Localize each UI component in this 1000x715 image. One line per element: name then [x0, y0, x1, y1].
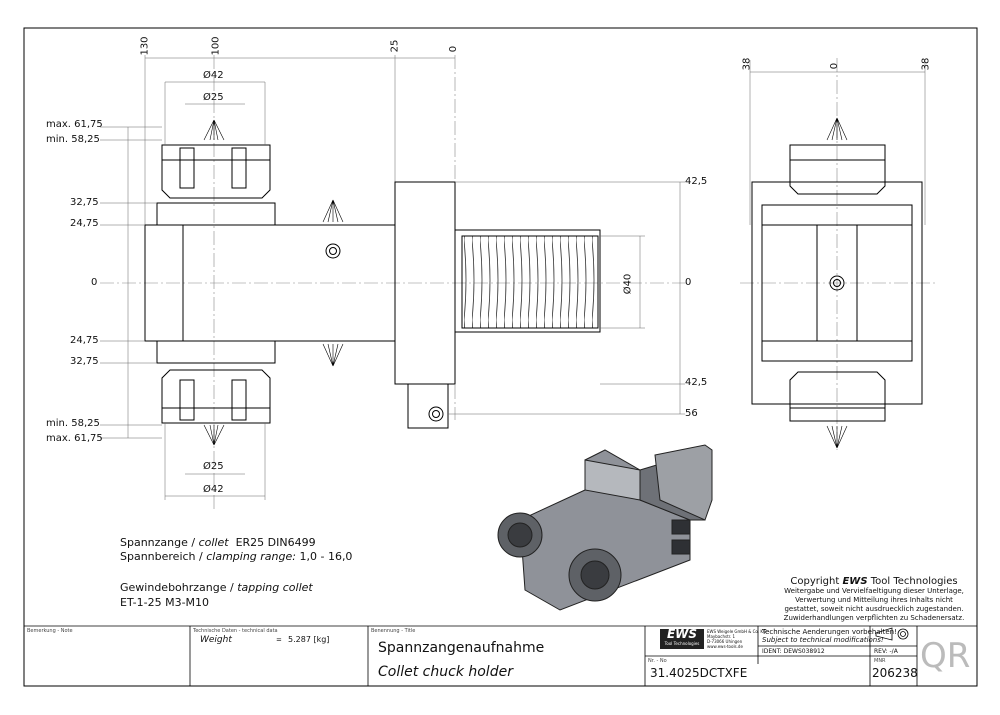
dim-dia42-bot: Ø42: [203, 484, 224, 495]
dim-zero-left: 0: [91, 277, 98, 288]
title-german: Spannzangenaufnahme: [378, 640, 545, 656]
company-name: EWS Weigele GmbH & Co. KG: [707, 629, 767, 634]
revision: REV: -/A: [874, 648, 898, 655]
dim-min-bot: min. 58,25: [46, 418, 100, 429]
weight-eq: =: [276, 636, 282, 644]
name-label: Benennung - Title: [371, 628, 416, 634]
dim-top-130: 130: [139, 36, 151, 56]
copyright-block: Copyright EWS Tool Technologies Weiterga…: [776, 576, 972, 623]
dim-dia42-top: Ø42: [203, 70, 224, 81]
note-range-val: 1,0 - 16,0: [299, 550, 353, 563]
title-english: Collet chuck holder: [378, 664, 513, 680]
copyright-line-4: Zuwiderhandlungen verpflichten zu Schade…: [783, 614, 965, 622]
mnr-number: 206238: [872, 666, 918, 680]
dim-max-top: max. 61,75: [46, 119, 103, 130]
dim-side-38-left: 38: [741, 57, 753, 71]
isometric-view: [497, 444, 713, 611]
dim-top-100: 100: [210, 36, 222, 56]
note-collet-de: Spannzange /: [120, 536, 196, 549]
company-city: D-73066 Uhingen: [707, 639, 743, 644]
dim-side-0: 0: [829, 62, 841, 70]
dim-max-bot: max. 61,75: [46, 433, 103, 444]
tech-change-de: Technische Aenderungen vorbehalten!: [762, 628, 897, 636]
weight-label: Weight: [200, 635, 232, 645]
note-tap-val: ET-1-25 M3-M10: [120, 596, 210, 609]
title-block: [24, 625, 977, 686]
copyright-brand: EWS: [842, 576, 868, 587]
dim-dia25-bot: Ø25: [203, 461, 224, 472]
qr-code: QR: [920, 636, 971, 676]
note-range: Spannbereich / clamping range: 1,0 - 16,…: [120, 550, 352, 564]
company-address: EWS Weigele GmbH & Co. KG Maybachstr. 1 …: [707, 629, 766, 649]
dim-right-0: 0: [685, 277, 692, 288]
dim-dia40: Ø40: [622, 273, 634, 295]
dim-32-75-bot: 32,75: [70, 356, 99, 367]
dim-24-75-top: 24,75: [70, 218, 99, 229]
copyright-prefix: Copyright: [790, 576, 840, 587]
tech-change-en: Subject to technical modifications!: [762, 636, 884, 644]
dim-right-42-5-top: 42,5: [685, 176, 708, 187]
dim-right-42-5-bot: 42,5: [685, 377, 708, 388]
dim-min-top: min. 58,25: [46, 134, 100, 145]
dim-dia25-top: Ø25: [203, 92, 224, 103]
note-range-en: clamping range:: [206, 550, 296, 563]
ews-logo: EWS Tool Technologies: [660, 627, 704, 647]
ews-logo-text: EWS: [666, 627, 698, 641]
ident: IDENT: DEWS038912: [762, 648, 825, 655]
weight-value: 5.287 [kg]: [288, 635, 330, 644]
note-tap-en: tapping collet: [237, 581, 313, 594]
ews-logo-sub: Tool Technologies: [664, 641, 700, 646]
note-collet: Spannzange / collet ER25 DIN6499: [120, 536, 316, 550]
dim-top-25: 25: [389, 39, 401, 53]
dim-32-75-top: 32,75: [70, 197, 99, 208]
remark-label: Bemerkung - Note: [27, 628, 73, 634]
note-tap-de: Gewindebohrzange /: [120, 581, 234, 594]
copyright-line-3: gestattet, soweit nicht ausdruecklich zu…: [784, 605, 964, 613]
copyright-line-1: Weitergabe und Vervielfaeltigung dieser …: [784, 587, 964, 595]
techdata-label: Technische Daten - technical data: [193, 628, 278, 634]
dim-right-56: 56: [685, 408, 698, 419]
dim-side-38-right: 38: [920, 57, 932, 71]
mnr-label: MNR: [874, 658, 886, 664]
copyright-suffix: Tool Technologies: [870, 576, 958, 587]
number-label: Nr. - No: [648, 658, 667, 664]
copyright-line-2: Verwertung und Mitteilung ihres Inhalts …: [795, 596, 953, 604]
note-collet-en: collet: [198, 536, 229, 549]
dim-24-75-bot: 24,75: [70, 335, 99, 346]
note-collet-val: ER25 DIN6499: [235, 536, 316, 549]
side-view: [740, 58, 935, 450]
note-tap: Gewindebohrzange / tapping collet: [120, 581, 313, 595]
front-view: [100, 55, 690, 510]
company-street: Maybachstr. 1: [707, 634, 736, 639]
part-number: 31.4025DCTXFE: [650, 666, 748, 680]
company-web: www.ews-tools.de: [707, 644, 743, 649]
note-range-de: Spannbereich /: [120, 550, 203, 563]
dim-top-0: 0: [448, 45, 460, 53]
